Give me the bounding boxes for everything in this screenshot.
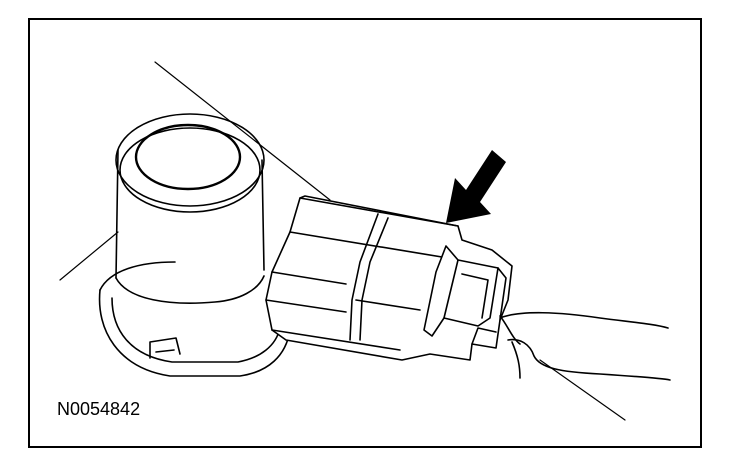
- finger: [499, 311, 669, 329]
- housing-edge-line-lower: [539, 359, 626, 421]
- housing-tab: [149, 337, 181, 359]
- figure-id-label: N0054842: [57, 399, 141, 419]
- housing-base: [98, 289, 291, 377]
- housing-edge-line-left: [59, 231, 119, 281]
- arrow-icon: [446, 150, 506, 223]
- tube-inner-opening: [134, 123, 242, 191]
- tube-rim-step: [119, 127, 261, 213]
- housing-base-inner: [111, 297, 281, 363]
- connector-top-face: [299, 197, 459, 227]
- connector-seam: [349, 213, 379, 341]
- housing-edge-line-upper: [154, 61, 331, 201]
- housing-flange-top: [99, 261, 176, 291]
- tube-base-curve: [115, 275, 265, 304]
- tube-outer-rim: [115, 113, 265, 207]
- tube-right-side: [261, 159, 265, 271]
